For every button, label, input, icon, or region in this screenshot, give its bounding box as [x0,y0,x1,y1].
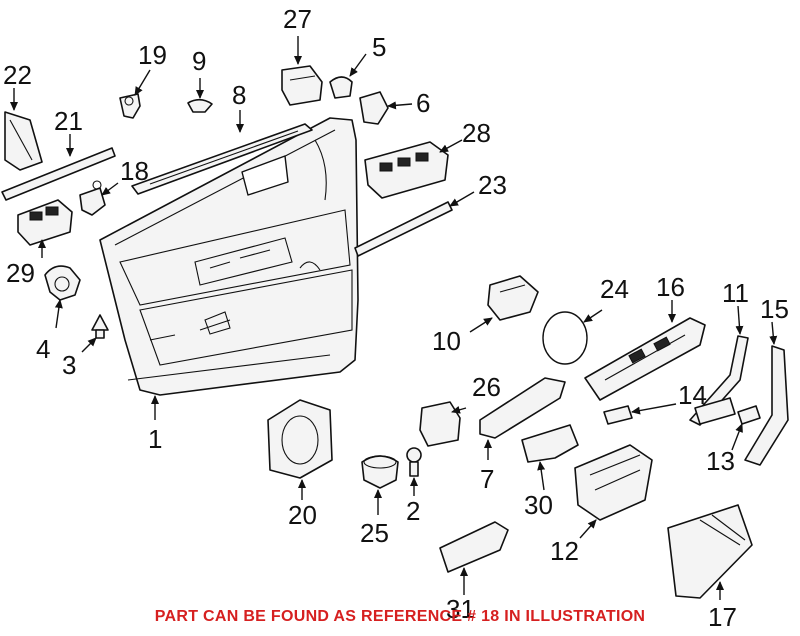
master-window-switch [364,141,449,199]
upper-trim-strip [131,123,313,195]
callout-2: 2 [406,496,420,526]
callout-23: 23 [478,170,507,200]
door-trim-panel [99,117,359,396]
mirror-triangle-cover [4,111,43,171]
callout-9: 9 [192,46,206,76]
rotary-knob-5 [329,76,353,99]
callout-6: 6 [416,88,430,118]
callout-15: 15 [760,294,789,324]
callout-19: 19 [138,40,167,70]
bracket-6 [359,91,389,125]
callout-3: 3 [62,350,76,380]
lock-knob-housing [44,265,81,301]
callout-18: 18 [120,156,149,186]
speaker-grille-20 [267,399,333,479]
screw-2 [406,447,422,477]
callout-5: 5 [372,32,386,62]
small-insert-14 [603,405,633,425]
window-switch-left [17,199,73,246]
switch-block-13 [694,397,736,425]
callout-11: 11 [722,278,749,308]
long-trim-strip [1,147,116,201]
round-cover-24 [542,311,588,365]
callout-10: 10 [432,326,461,356]
push-clip-3 [91,314,109,339]
switch-cover-26 [419,401,461,447]
reference-note: PART CAN BE FOUND AS REFERENCE # 18 IN I… [154,608,646,625]
callout-26: 26 [472,372,501,402]
callout-28: 28 [462,118,491,148]
callout-17: 17 [708,602,737,632]
cover-cap-9 [187,98,213,113]
callout-30: 30 [524,490,553,520]
callout-29: 29 [6,258,35,288]
callout-31: 31 [446,594,475,624]
armrest-switch-panel [584,317,706,401]
pocket-insert-10 [487,275,539,321]
retainer-clip-19 [119,93,141,119]
switch-housing-27 [281,65,323,106]
inner-handle-recess [241,155,289,196]
callout-20: 20 [288,500,317,530]
handle-insert-30 [521,424,579,463]
callout-16: 16 [656,272,685,302]
knob-25 [361,455,399,489]
callout-22: 22 [3,60,32,90]
grab-handle-15 [737,345,789,466]
handle-bezel-7 [479,377,566,439]
seal-strip-23 [354,201,453,257]
armrest-trim-11 [689,335,749,426]
callout-1: 1 [148,424,162,454]
callout-4: 4 [36,334,50,364]
callout-21: 21 [54,106,83,136]
callout-13: 13 [706,446,735,476]
callout-labels: 22 21 18 29 4 3 1 19 9 8 27 5 6 28 23 10… [3,4,789,632]
callout-12: 12 [550,536,579,566]
callout-27: 27 [283,4,312,34]
door-pocket-17 [667,504,753,599]
leader-lines [10,36,778,600]
callout-14: 14 [678,380,707,410]
callout-25: 25 [360,518,389,548]
callout-8: 8 [232,80,246,110]
callout-24: 24 [600,274,629,304]
small-clip-18 [79,180,106,216]
callout-7: 7 [480,464,494,494]
handle-bracket-12 [574,444,653,521]
switch-bezel-31 [439,521,509,573]
